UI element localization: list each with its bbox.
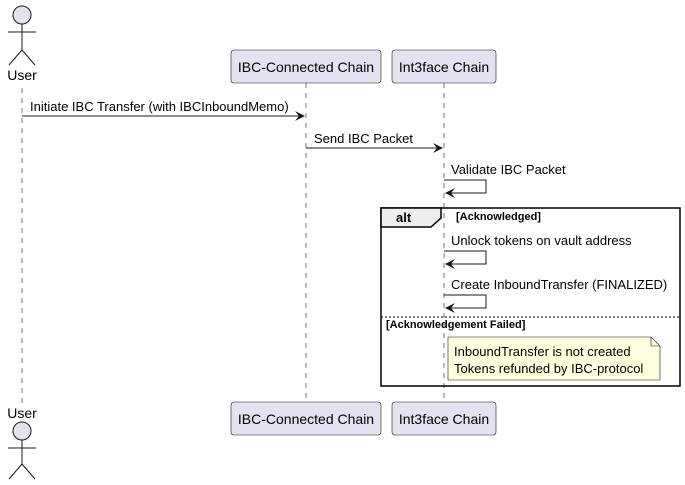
message-label-4: Unlock tokens on vault address [451, 233, 632, 248]
message-arrow-5 [444, 294, 487, 313]
alt-keyword: alt [396, 210, 412, 225]
user-actor-bottom [8, 421, 36, 480]
alt-block-tab [380, 207, 442, 228]
int3face-label-bottom: Int3face Chain [399, 411, 489, 427]
ibc-chain-box-bottom [230, 401, 382, 436]
note-box [447, 336, 661, 381]
int3face-box-bottom [391, 401, 497, 436]
message-label-5: Create InboundTransfer (FINALIZED) [451, 277, 667, 292]
ibc-chain-box-top [230, 49, 382, 84]
ibc-chain-label-top: IBC-Connected Chain [238, 59, 374, 75]
note-line-1: InboundTransfer is not created [454, 344, 631, 359]
message-label-2: Send IBC Packet [314, 131, 413, 146]
alt-block-frame [380, 207, 681, 387]
alt-condition-acknowledged: [Acknowledged] [456, 211, 541, 223]
ibc-chain-label-bottom: IBC-Connected Chain [238, 411, 374, 427]
note-fold [650, 337, 660, 347]
user-actor-top [8, 5, 36, 66]
message-arrow-4 [444, 250, 487, 269]
user-label-top: User [7, 67, 37, 83]
message-label-1: Initiate IBC Transfer (with IBCInboundMe… [30, 99, 289, 114]
message-label-3: Validate IBC Packet [451, 162, 566, 177]
int3face-label-top: Int3face Chain [399, 59, 489, 75]
message-arrow-3 [444, 179, 487, 198]
int3face-box-top [391, 49, 497, 84]
user-label-bottom: User [7, 405, 37, 421]
note-line-2: Tokens refunded by IBC-protocol [454, 361, 643, 376]
alt-condition-failed: [Acknowledgement Failed] [386, 319, 526, 331]
